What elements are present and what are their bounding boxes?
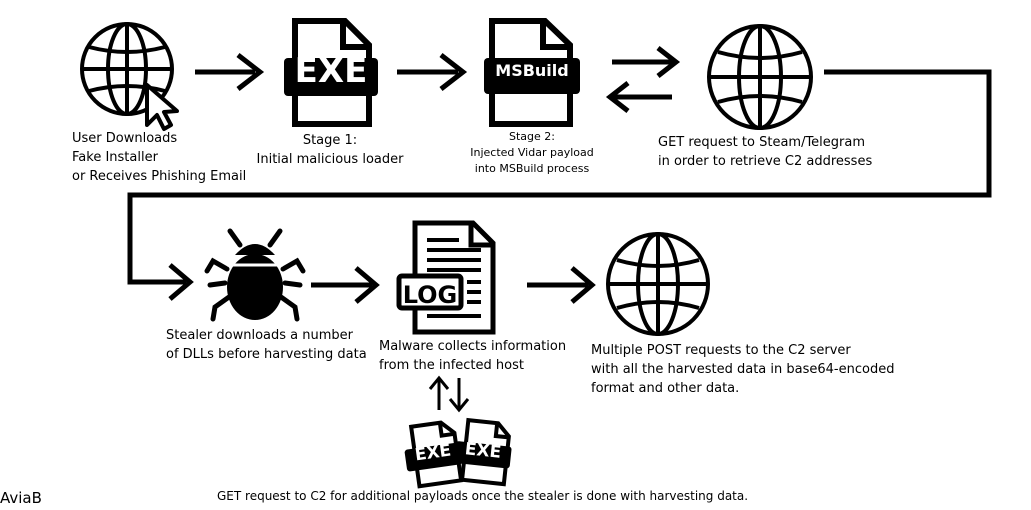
arrow-stage2-to-c2-exchange — [605, 46, 681, 113]
watermark: AviaB — [0, 489, 42, 507]
step-caption-stage2: Stage 2: Injected Vidar payload into MSB… — [470, 130, 594, 175]
step-caption-get-c2: GET request to Steam/Telegram in order t… — [658, 135, 873, 169]
exe-files-icon — [404, 417, 512, 489]
msbuild-file-label: MSBuild — [495, 61, 569, 80]
globe-icon — [606, 232, 710, 336]
exe-file-label: EXE — [294, 51, 368, 91]
exe-file-icon — [284, 18, 378, 127]
connector-row1-to-row2 — [127, 69, 992, 285]
step-caption-stage1: Stage 1: Initial malicious loader — [256, 133, 404, 167]
globe-icon — [707, 24, 813, 130]
step-caption-collect: Malware collects information from the in… — [379, 339, 567, 373]
step-caption-download: User Downloads Fake Installer or Receive… — [72, 131, 247, 184]
step-caption-dlls: Stealer downloads a number of DLLs befor… — [166, 328, 367, 362]
log-file-label: LOG — [402, 281, 458, 309]
arrow-stage1-to-stage2 — [397, 53, 468, 91]
log-file-icon — [396, 220, 496, 335]
arrow-download-to-stage1 — [195, 53, 265, 91]
msbuild-file-icon — [484, 18, 580, 127]
globe-cursor-icon — [80, 22, 179, 131]
bidirectional-arrows — [428, 375, 470, 413]
bug-icon — [204, 228, 306, 322]
step-caption-payloads: GET request to C2 for additional payload… — [217, 489, 749, 503]
step-caption-post: Multiple POST requests to the C2 server … — [591, 343, 895, 396]
arrow-collect-to-post — [527, 266, 596, 304]
arrow-dlls-to-collect — [311, 266, 380, 304]
